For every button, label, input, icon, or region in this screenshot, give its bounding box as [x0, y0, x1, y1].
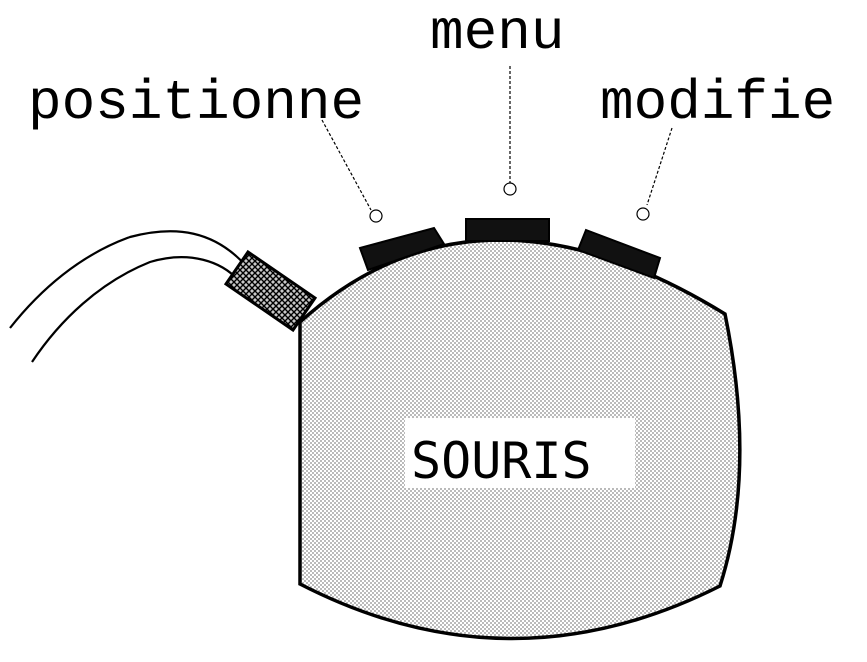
label-modify: modifie	[600, 71, 835, 135]
leader-position	[321, 119, 383, 223]
label-position: positionne	[28, 71, 364, 135]
leader-menu	[503, 66, 517, 196]
cable-connector	[223, 249, 318, 333]
position-button	[358, 226, 446, 272]
cable	[9, 230, 249, 363]
label-menu: menu	[430, 1, 564, 65]
leader-modify	[636, 127, 673, 221]
body-label-backing	[405, 418, 635, 488]
modify-button	[576, 228, 662, 280]
menu-button	[465, 218, 550, 242]
body-label: SOURIS	[411, 432, 592, 490]
